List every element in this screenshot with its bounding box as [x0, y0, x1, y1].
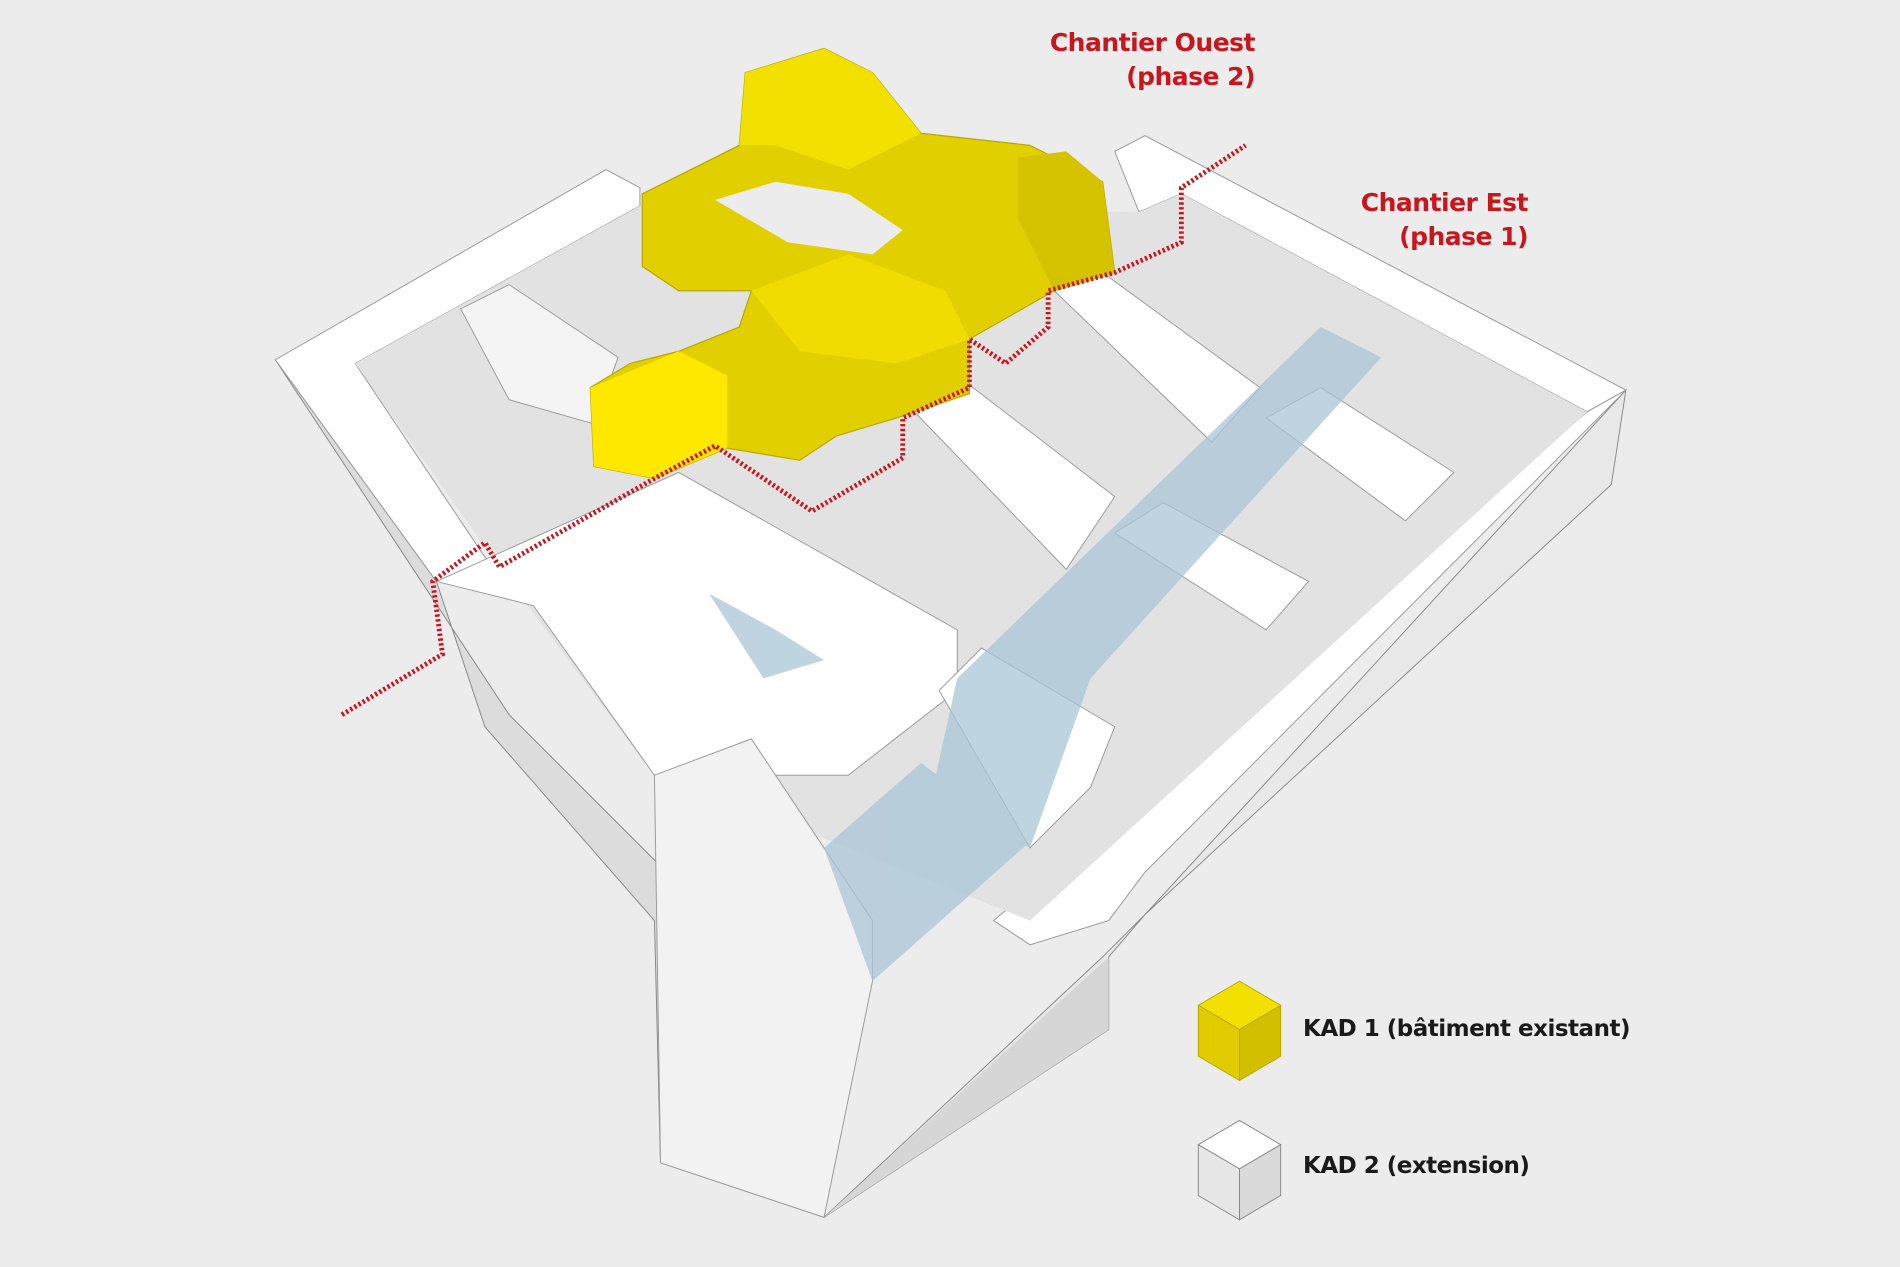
- legend-cube-kad1-icon: [1197, 980, 1282, 1082]
- phase-boundary-line: [340, 143, 1247, 717]
- west-site-title: Chantier Ouest: [1049, 28, 1256, 57]
- east-site-title: Chantier Est: [1360, 188, 1529, 217]
- west-site-phase: (phase 2): [1126, 62, 1255, 91]
- legend-label-kad2: KAD 2 (extension): [1303, 1153, 1530, 1179]
- glass-atrium: [708, 327, 1382, 982]
- kad1-existing-building: [589, 47, 1116, 480]
- east-site-label: Chantier Est (phase 1): [1360, 186, 1529, 254]
- legend-label-kad1: KAD 1 (bâtiment existant): [1303, 1016, 1630, 1042]
- west-site-label: Chantier Ouest (phase 2): [1049, 26, 1256, 94]
- east-site-phase: (phase 1): [1399, 222, 1528, 251]
- legend-cube-kad2-icon: [1197, 1119, 1282, 1221]
